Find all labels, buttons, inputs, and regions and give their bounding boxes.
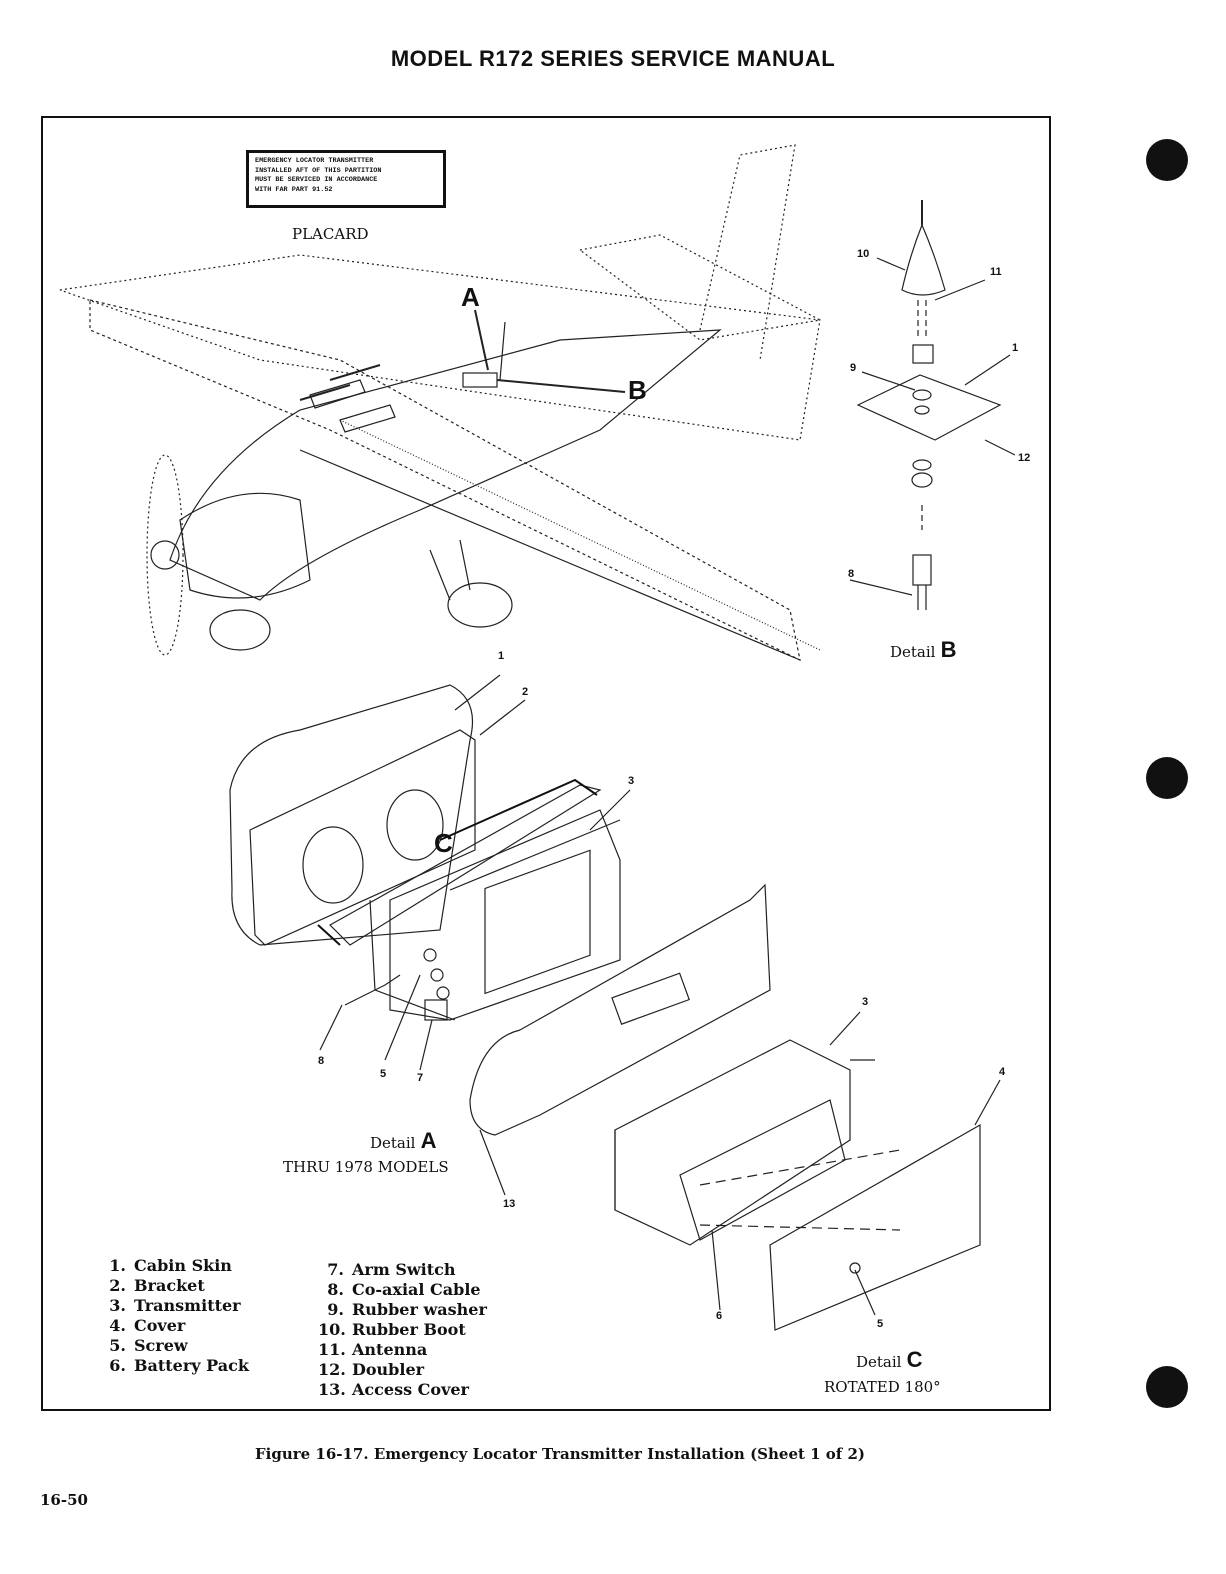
binder-hole [1146, 1366, 1188, 1408]
page-header: MODEL R172 SERIES SERVICE MANUAL [390, 46, 836, 71]
callout-c: C [434, 828, 453, 858]
callout-number: 8 [848, 568, 855, 580]
legend-item: 7.Arm Switch [327, 1260, 456, 1279]
callout-number: 6 [716, 1310, 723, 1322]
callout-number: 11 [990, 266, 1002, 278]
placard-label: PLACARD [292, 225, 369, 243]
callout-number: 13 [503, 1198, 516, 1210]
legend-item: 11.Antenna [318, 1340, 428, 1359]
legend-item: 4.Cover [109, 1316, 186, 1335]
legend-item: 5.Screw [109, 1336, 188, 1355]
binder-hole [1146, 757, 1188, 799]
callout-number: 1 [498, 650, 505, 662]
callout-number: 3 [628, 775, 635, 787]
placard-line: EMERGENCY LOCATOR TRANSMITTER [255, 157, 374, 165]
page-number: 16-50 [40, 1491, 88, 1509]
callout-b: B [628, 375, 647, 405]
legend-item: 6.Battery Pack [109, 1356, 249, 1375]
legend-item: 13.Access Cover [318, 1380, 469, 1399]
legend-item: 3.Transmitter [109, 1296, 241, 1315]
detail-c-subtitle: ROTATED 180° [824, 1378, 941, 1396]
figure-frame [41, 116, 1051, 1411]
callout-number: 10 [857, 248, 870, 260]
detail-a-subtitle: THRU 1978 MODELS [283, 1158, 449, 1176]
callout-number: 3 [862, 996, 869, 1008]
detail-b-label: Detail B [890, 637, 957, 662]
placard: EMERGENCY LOCATOR TRANSMITTER INSTALLED … [246, 150, 446, 208]
callout-number: 1 [1012, 342, 1019, 354]
legend-item: 12.Doubler [318, 1360, 425, 1379]
detail-a-label: Detail A [370, 1128, 437, 1153]
callout-number: 5 [877, 1318, 884, 1330]
callout-number: 5 [380, 1068, 387, 1080]
placard-line: WITH FAR PART 91.52 [255, 185, 333, 194]
legend-item: 8.Co-axial Cable [327, 1280, 481, 1299]
legend-item: 10.Rubber Boot [318, 1320, 466, 1339]
callout-number: 8 [318, 1055, 325, 1067]
callout-a: A [461, 282, 480, 312]
parts-legend-right: 7.Arm Switch 8.Co-axial Cable 9.Rubber w… [318, 1260, 487, 1400]
callout-number: 9 [850, 362, 857, 374]
placard-line: INSTALLED AFT OF THIS PARTITION [255, 166, 382, 175]
figure-caption: Figure 16-17. Emergency Locator Transmit… [254, 1445, 866, 1463]
callout-number: 2 [522, 686, 529, 698]
callout-number: 12 [1018, 452, 1031, 464]
parts-legend-left: 1.Cabin Skin 2.Bracket 3.Transmitter 4.C… [100, 1256, 249, 1376]
legend-item: 2.Bracket [109, 1276, 205, 1295]
placard-line: MUST BE SERVICED IN ACCORDANCE [255, 176, 378, 184]
binder-hole [1146, 139, 1188, 181]
callout-number: 4 [999, 1066, 1006, 1078]
legend-item: 1.Cabin Skin [109, 1256, 232, 1275]
legend-item: 9.Rubber washer [327, 1300, 487, 1319]
callout-number: 7 [417, 1072, 424, 1084]
detail-c-label: Detail C [856, 1347, 923, 1372]
